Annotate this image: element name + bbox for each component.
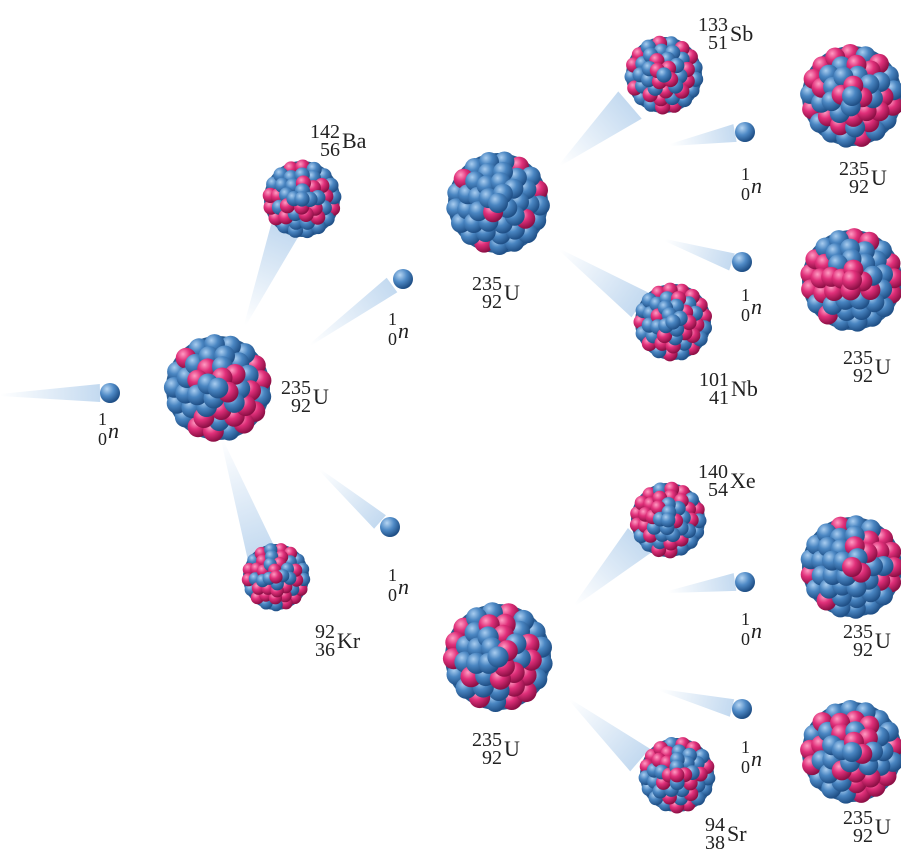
trail-sr [569,699,650,772]
neutron-r1 [735,122,755,142]
nucleus-xe140 [629,481,707,559]
nucleus-u235-bottom [442,602,553,713]
trail-sb [559,91,642,166]
neutron-particle [665,314,681,330]
trail-nb [559,249,649,318]
neutron-r3 [735,572,755,592]
neutron-particle [488,193,508,213]
nucleus-nb101 [633,282,713,362]
nucleus-u235-r1 [800,44,901,148]
trail-incoming [0,384,101,402]
nucleus-ba142 [262,159,342,239]
neutron-particle [842,86,862,106]
trail-n-r4 [659,689,735,717]
neutron-lower-mid [380,517,400,537]
trail-n-r1 [669,124,737,146]
trail-n-upper [309,277,398,346]
trail-ba [244,224,299,326]
nucleus-kr92 [241,543,311,612]
motion-trails [0,91,737,772]
neutron-r2 [732,252,752,272]
nucleus-u235-r4 [800,700,901,804]
trail-n-lower [319,469,386,529]
neutron-r4 [732,699,752,719]
nucleus-u235-r3 [800,515,901,619]
neutron-particle [656,67,672,83]
proton [669,767,685,783]
nucleus-u235-start [163,334,272,442]
neutrons-layer [100,122,755,719]
neutron-particle [207,377,229,399]
trail-n-r3 [667,573,737,593]
neutron-particle [487,646,509,668]
neutron-particle [294,191,310,207]
trail-kr [221,439,277,560]
proton [842,557,862,577]
nuclei-layer [163,35,901,814]
neutron-incoming [100,383,120,403]
neutron-particle [842,742,862,762]
neutron-particle [660,512,676,528]
trail-xe [574,527,653,606]
proton [842,270,862,290]
trail-n-r2 [664,239,735,271]
neutron-upper-mid [393,269,413,289]
nucleus-sr94 [638,737,716,814]
nucleus-sb133 [624,35,704,115]
nucleus-u235-top [446,151,550,255]
nucleus-u235-r2 [800,228,901,332]
proton [269,570,283,584]
